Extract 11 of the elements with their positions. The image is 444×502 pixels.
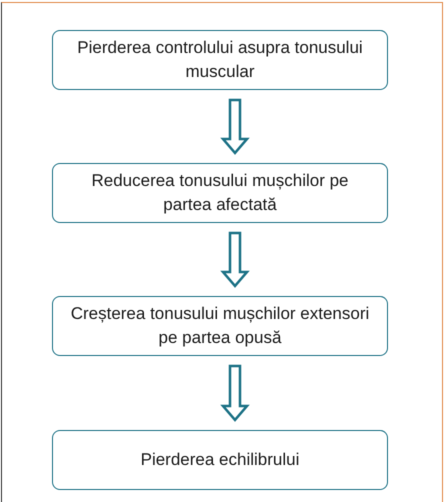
process-box bbox=[52, 30, 388, 90]
hollow-arrow bbox=[220, 364, 250, 422]
hollow-arrow bbox=[220, 232, 250, 288]
hollow-arrow bbox=[220, 98, 250, 155]
box-text: Reducerea tonusului mușchilor pe partea afectată bbox=[90, 170, 350, 216]
box-text: Pierderea controlului asupra tonusului muscular bbox=[76, 37, 364, 83]
process-box bbox=[52, 296, 388, 356]
process-box bbox=[52, 430, 388, 490]
box-text: Creșterea tonusului mușchilor extensori pe partea opusă bbox=[70, 303, 370, 349]
process-box bbox=[52, 163, 388, 223]
box-text: Pierderea echilibrului bbox=[140, 449, 300, 471]
